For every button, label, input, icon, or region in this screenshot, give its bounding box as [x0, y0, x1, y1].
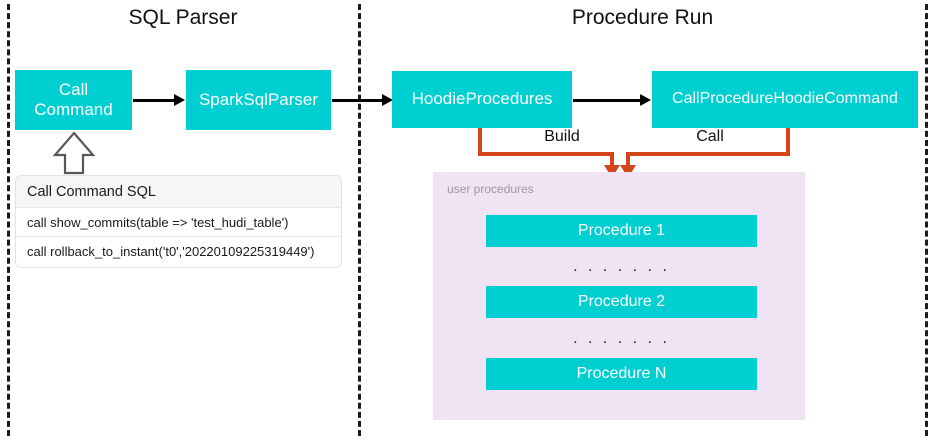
lane-title-sql-parser: SQL Parser — [128, 6, 238, 29]
procedure-box-n[interactable]: Procedure N — [486, 358, 757, 390]
node-call-command[interactable]: Call Command — [15, 70, 132, 130]
arrow-hoodie-procedures-to-call-procedure-hoodie-command — [573, 85, 653, 115]
arrow-shaft — [133, 98, 175, 102]
node-call-procedure-hoodie-command[interactable]: CallProcedureHoodieCommand — [652, 71, 918, 128]
lane-divider-left — [7, 4, 10, 436]
procedure-box-1[interactable]: Procedure 1 — [486, 215, 757, 247]
call-connector-vertical-start — [786, 128, 790, 156]
lane-divider-right — [925, 4, 928, 436]
call-command-sql-row[interactable]: call rollback_to_instant('t0','202201092… — [27, 244, 315, 259]
arrow-head-icon — [174, 94, 185, 106]
procedure-ellipsis-1: . . . . . . . — [573, 258, 670, 275]
procedure-box-2[interactable]: Procedure 2 — [486, 286, 757, 318]
arrow-shaft — [573, 98, 641, 102]
build-connector-horizontal — [478, 152, 614, 156]
arrow-head-icon — [382, 94, 393, 106]
arrow-shaft — [332, 98, 383, 102]
user-procedures-panel-label: user procedures — [447, 182, 534, 196]
arrow-head-icon — [640, 94, 651, 106]
node-hoodie-procedures[interactable]: HoodieProcedures — [392, 71, 572, 128]
call-connector-horizontal — [626, 152, 790, 156]
call-command-sql-row[interactable]: call show_commits(table => 'test_hudi_ta… — [16, 208, 341, 237]
node-call-command-label: Call Command — [34, 79, 113, 119]
edge-label-call: Call — [696, 128, 724, 145]
call-command-sql-card-header: Call Command SQL — [16, 176, 341, 208]
lane-title-procedure-run: Procedure Run — [571, 6, 714, 29]
arrow-call-command-to-spark-sql-parser — [133, 85, 185, 115]
procedure-ellipsis-2: . . . . . . . — [573, 330, 670, 347]
call-command-sql-card: Call Command SQL call show_commits(table… — [15, 175, 342, 268]
node-spark-sql-parser[interactable]: SparkSqlParser — [186, 70, 331, 130]
arrow-spark-sql-parser-to-hoodie-procedures — [332, 85, 394, 115]
build-connector-vertical-end — [610, 152, 614, 169]
edge-label-build: Build — [544, 128, 580, 145]
lane-divider-middle — [358, 4, 361, 436]
hollow-up-arrow-icon — [52, 131, 96, 175]
call-connector-vertical-end — [626, 152, 630, 169]
build-connector-vertical-start — [478, 128, 482, 156]
